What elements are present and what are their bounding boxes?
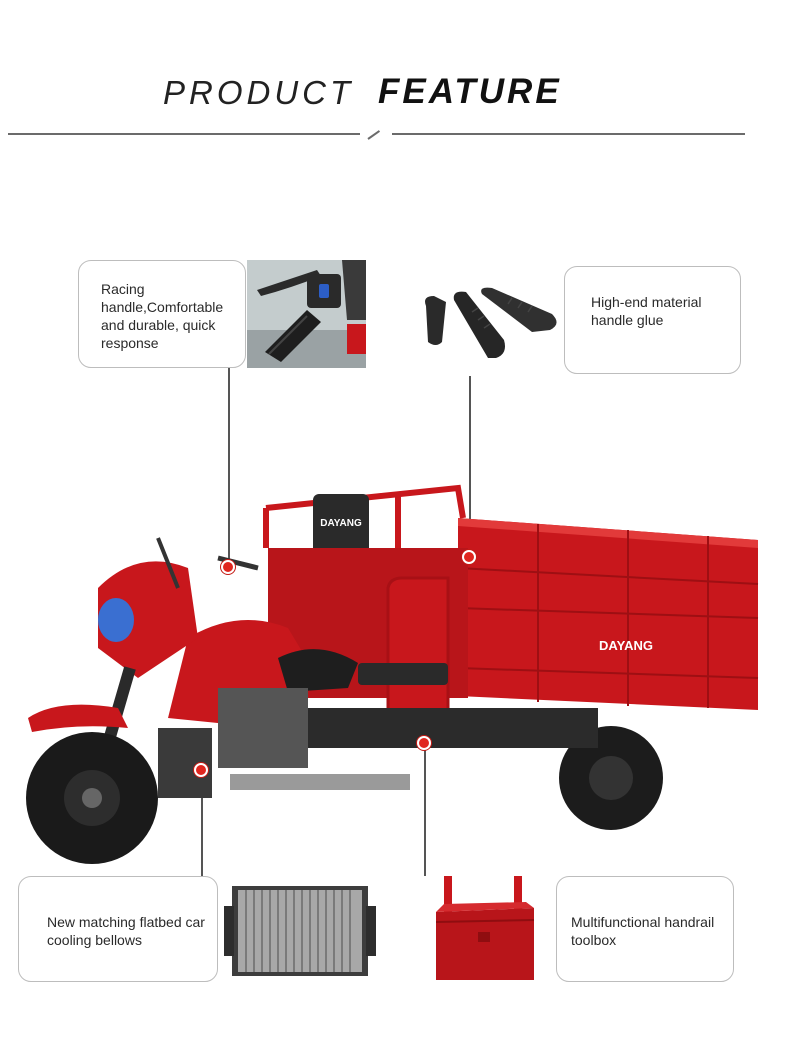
title-bold: FEATURE — [378, 72, 562, 111]
toolbox-photo — [416, 876, 554, 982]
page-title: PRODUCT FEATURE — [0, 72, 790, 116]
cooling-caption: New matching flatbed car cooling bellows — [47, 914, 205, 948]
marker-toolbox — [417, 736, 431, 750]
handle-glue-callout: High-end material handle glue — [564, 266, 741, 374]
cargo-tricycle-image: DAYANG DAYANG — [26, 484, 759, 864]
seat-logo: DAYANG — [320, 518, 362, 529]
cooling-callout: New matching flatbed car cooling bellows — [18, 876, 218, 982]
marker-handle — [221, 560, 235, 574]
toolbox-caption: Multifunctional handrail toolbox — [571, 914, 715, 948]
racing-handle-callout: Racing handle,Comfortable and durable, q… — [78, 260, 246, 368]
connector-toolbox — [424, 746, 426, 876]
handle-glue-caption: High-end material handle glue — [591, 294, 702, 328]
divider-slash — [367, 130, 381, 140]
connector-cooling — [201, 772, 203, 878]
connector-glue — [469, 376, 471, 556]
divider-right — [392, 133, 745, 135]
divider-left — [8, 133, 360, 135]
marker-glue — [462, 550, 476, 564]
connector-handle — [228, 368, 230, 564]
cargo-logo: DAYANG — [599, 638, 653, 653]
handle-glue-photo — [412, 276, 562, 376]
marker-cooling — [194, 763, 208, 777]
racing-handle-photo — [247, 260, 366, 368]
radiator-photo — [220, 876, 378, 982]
toolbox-callout: Multifunctional handrail toolbox — [556, 876, 734, 982]
racing-handle-caption: Racing handle,Comfortable and durable, q… — [101, 281, 224, 351]
title-light: PRODUCT — [163, 74, 355, 111]
